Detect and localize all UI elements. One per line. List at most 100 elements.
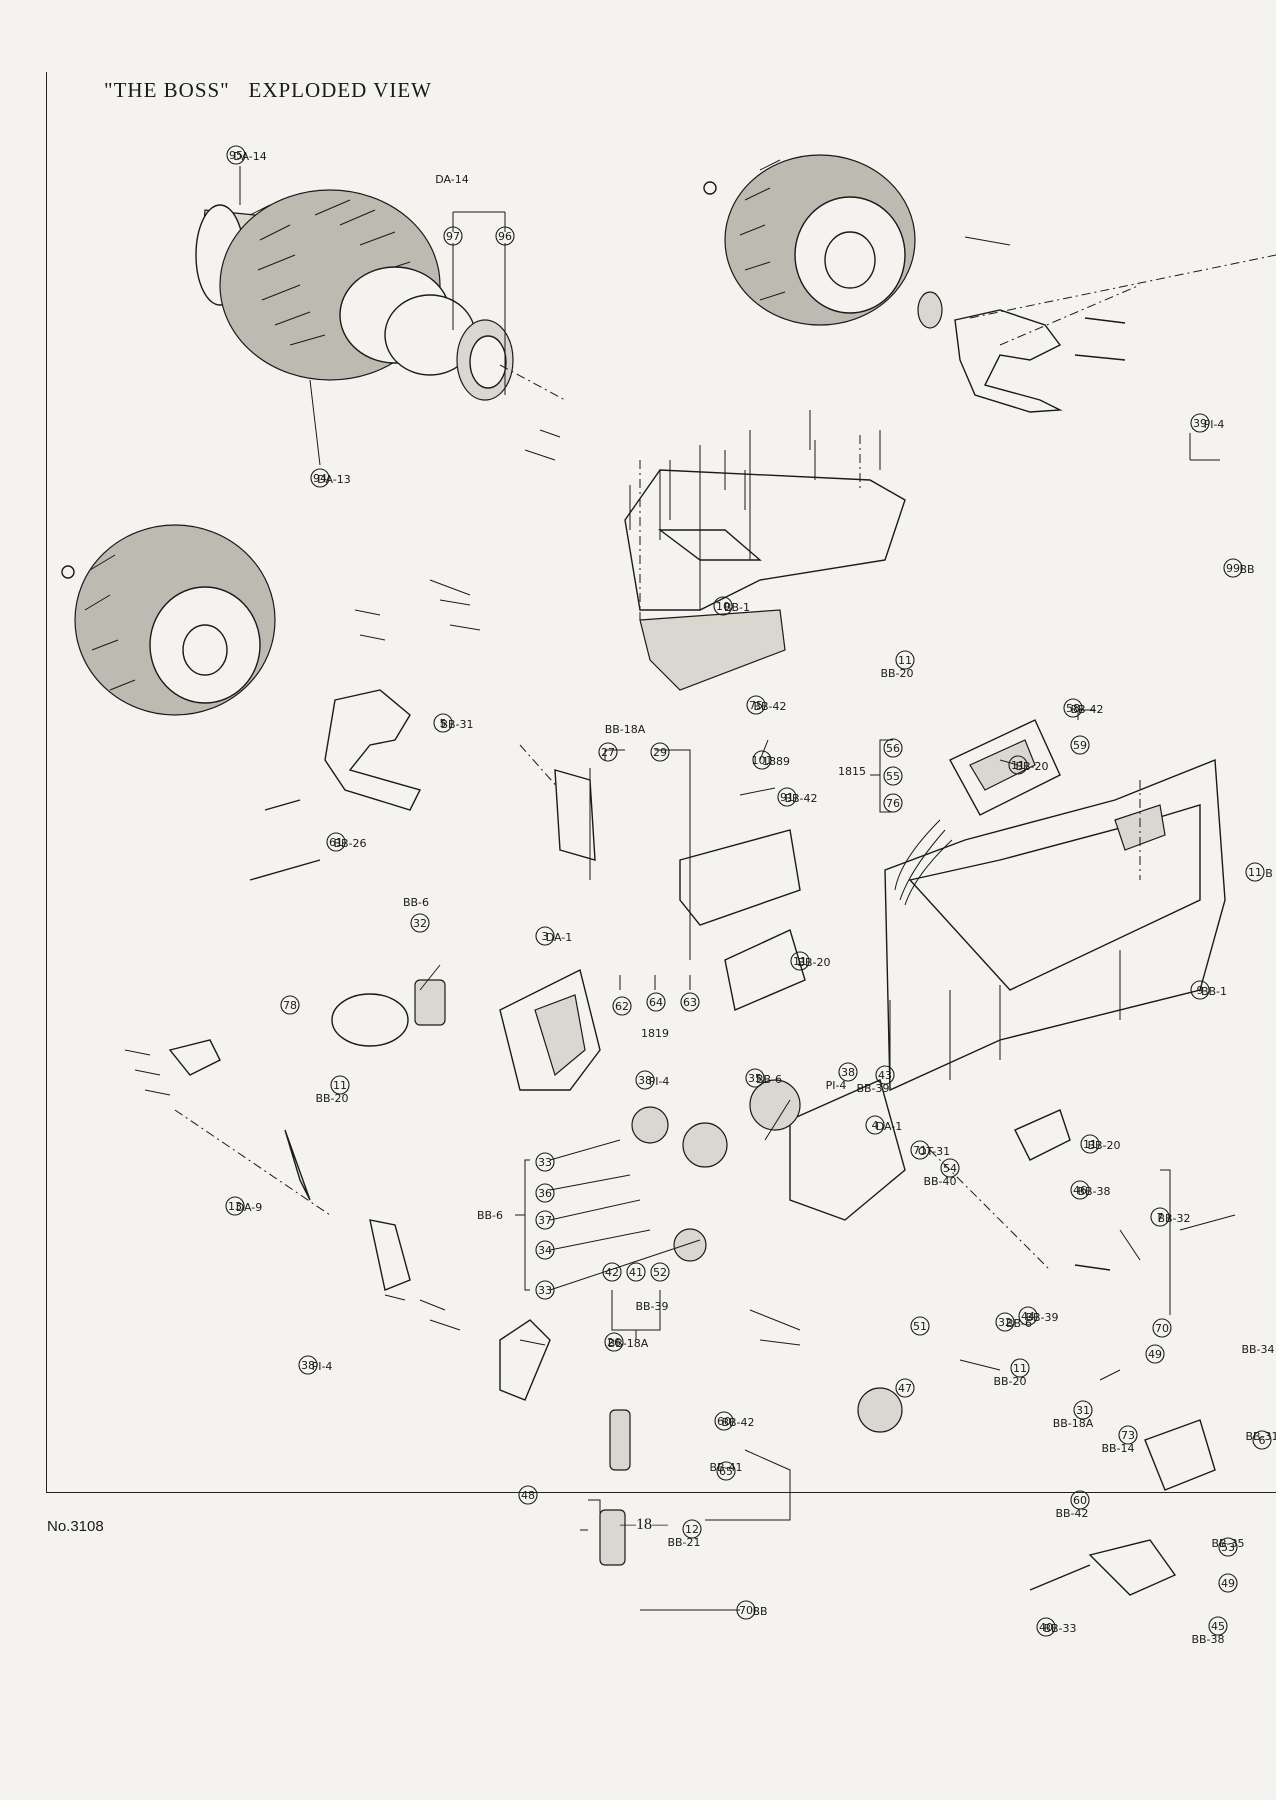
part-callout: 27 <box>598 742 618 762</box>
callout-number: 60 <box>1073 1494 1087 1507</box>
callout-part-code: BB-42 <box>784 792 817 805</box>
callout-part-code: B <box>1265 867 1273 880</box>
page-title: "THE BOSS" EXPLODED VIEW <box>104 78 432 102</box>
part-callout: 6BB-31 <box>1245 1430 1276 1450</box>
callout-number: 96 <box>498 230 512 243</box>
callout-circle <box>1070 1490 1090 1510</box>
callout-circle <box>1223 558 1243 578</box>
callout-part-code: BB-20 <box>797 956 830 969</box>
callout-part-code: OT-31 <box>918 1145 950 1158</box>
callout-number: 29 <box>653 746 667 759</box>
callout-number: 55 <box>886 770 900 783</box>
callout-circle <box>777 787 797 807</box>
callout-circle <box>680 992 700 1012</box>
callout-number: 34 <box>538 1244 552 1257</box>
part-callout: 56 <box>883 738 903 758</box>
callout-circle <box>1150 1207 1170 1227</box>
part-callout: 36 <box>535 1183 555 1203</box>
callout-number: 101 <box>752 754 773 767</box>
part-callout: 34 <box>535 1240 555 1260</box>
callout-part-code: BB-42 <box>721 1416 754 1429</box>
callout-part-code: BB-6 <box>403 896 429 909</box>
callout-circle <box>745 1068 765 1088</box>
callout-number: 11 <box>898 654 912 667</box>
support-frame-drawing <box>519 744 1071 1161</box>
callout-circle <box>838 1062 858 1082</box>
part-callout: 42 <box>602 1262 622 1282</box>
callout-part-code: DA-1 <box>876 1120 903 1133</box>
callout-part-code: PI-4 <box>1204 418 1225 431</box>
part-callout: 33 <box>535 1280 555 1300</box>
callout-circle <box>1073 1400 1093 1420</box>
callout-part-code: BB-20 <box>315 1092 348 1105</box>
callout-part-code: DA-13 <box>317 473 351 486</box>
callout-circle <box>1018 1306 1038 1326</box>
callout-part-code: DA-1 <box>546 931 573 944</box>
callout-number: 46 <box>1073 1184 1087 1197</box>
part-callout: DA-14 <box>435 173 469 186</box>
callout-number: 31 <box>1076 1404 1090 1417</box>
part-callout: 7BB-32 <box>1150 1207 1191 1227</box>
part-callout: 1819 <box>641 1027 669 1040</box>
callout-circle <box>518 1485 538 1505</box>
callout-number: 41 <box>629 1266 643 1279</box>
callout-circle <box>598 742 618 762</box>
callout-number: 95 <box>229 149 243 162</box>
callout-number: 52 <box>653 1266 667 1279</box>
callout-number: 99 <box>1226 562 1240 575</box>
callout-circle <box>1070 1180 1090 1200</box>
part-callout: BB-34 <box>1241 1343 1274 1356</box>
callout-circle <box>1080 1134 1100 1154</box>
callout-part-code: BB-6 <box>1006 1317 1032 1330</box>
callout-circle <box>940 1158 960 1178</box>
callout-part-code: PI-4 <box>826 1079 847 1092</box>
callout-part-code: BB-41 <box>709 1461 742 1474</box>
callout-number: 11 <box>333 1079 347 1092</box>
part-callout: 9BB-1 <box>1190 980 1227 1000</box>
callout-circle <box>535 1152 555 1172</box>
callout-part-code: BB-35 <box>1211 1537 1244 1550</box>
part-callout: 78 <box>280 995 300 1015</box>
callout-circle <box>995 1312 1015 1332</box>
part-callout: 55 <box>883 766 903 786</box>
callout-number: 61 <box>329 836 343 849</box>
part-callout: 29 <box>650 742 670 762</box>
callout-circle <box>736 1600 756 1620</box>
screws-drawing <box>124 410 1001 1371</box>
callout-part-code: BB-20 <box>1087 1139 1120 1152</box>
callout-circle <box>883 738 903 758</box>
callout-number: 11 <box>1083 1138 1097 1151</box>
part-callout: BB-18A <box>605 723 646 736</box>
part-callout: BB-39 <box>635 1300 668 1313</box>
part-callout: 96 <box>495 226 515 246</box>
callout-circle <box>746 695 766 715</box>
callout-circle <box>535 1183 555 1203</box>
part-callout: 3DA-1 <box>535 926 573 946</box>
callout-number: 38 <box>301 1359 315 1372</box>
callout-circle <box>1063 698 1083 718</box>
callout-part-code: BB-42 <box>1070 703 1103 716</box>
callout-number: 53 <box>1221 1541 1235 1554</box>
callout-number: 65 <box>719 1465 733 1478</box>
callout-number: 51 <box>913 1320 927 1333</box>
part-callout: 1815 <box>838 765 866 778</box>
part-callout: 49 <box>1218 1573 1238 1593</box>
callout-number: 78 <box>283 999 297 1012</box>
callout-number: 70 <box>1155 1322 1169 1335</box>
front-wheel-left-drawing <box>61 524 422 881</box>
callout-number: 35 <box>748 1072 762 1085</box>
part-callout: 76 <box>883 793 903 813</box>
callout-part-code: BB-33 <box>1043 1622 1076 1635</box>
